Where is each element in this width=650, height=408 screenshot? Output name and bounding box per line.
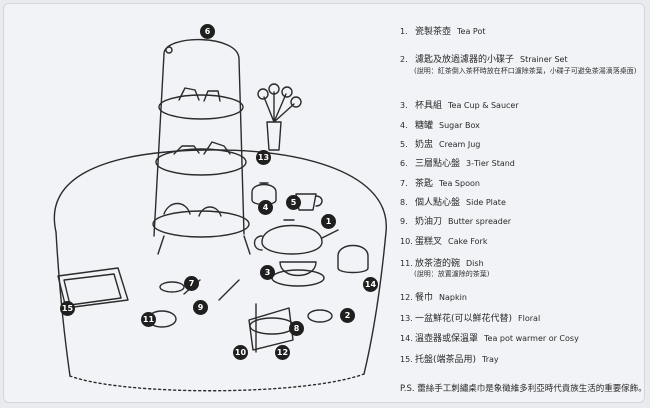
badge-8: 8 bbox=[289, 321, 304, 336]
ps-note: P.S. 蕾絲手工刺繡桌巾是象徵維多利亞時代貴族生活的重要傢飾。 bbox=[400, 384, 645, 394]
strainer-set-drawing bbox=[307, 309, 333, 323]
tray-drawing bbox=[57, 267, 129, 309]
legend-note-2: (說明：紅茶倒入茶杯時放在杯口濾除茶葉，小碟子可避免茶湯滴落桌面) bbox=[414, 67, 637, 75]
three-tier-stand-drawing bbox=[152, 38, 251, 255]
legend-item-15: 15.托盤(端茶品用)Tray bbox=[400, 355, 499, 365]
badge-7: 7 bbox=[184, 276, 199, 291]
badge-1: 1 bbox=[321, 214, 336, 229]
legend-item-13: 13.一盆鮮花(可以鮮花代替)Floral bbox=[400, 314, 541, 324]
floral-drawing bbox=[257, 83, 302, 151]
badge-5: 5 bbox=[286, 195, 301, 210]
badge-4: 4 bbox=[258, 200, 273, 215]
butter-spreader-drawing bbox=[218, 279, 240, 301]
tea-cup-saucer-drawing bbox=[271, 269, 325, 287]
tea-table-drawing bbox=[53, 38, 387, 392]
sugar-box-drawing bbox=[251, 182, 277, 206]
badge-3: 3 bbox=[260, 265, 275, 280]
badge-15: 15 bbox=[60, 301, 75, 316]
badge-11: 11 bbox=[141, 312, 156, 327]
teapot-drawing bbox=[253, 219, 339, 255]
legend-note-11: (說明：放置濾除的茶葉) bbox=[414, 270, 490, 278]
napkin-drawing bbox=[248, 307, 294, 351]
illustration-card: 6 13 4 5 1 3 14 7 9 15 11 2 8 10 12 1.瓷製… bbox=[3, 3, 645, 403]
badge-14: 14 bbox=[363, 277, 378, 292]
badge-12: 12 bbox=[275, 345, 290, 360]
teapot-warmer-drawing bbox=[337, 244, 369, 274]
badge-6: 6 bbox=[200, 24, 215, 39]
badge-2: 2 bbox=[340, 308, 355, 323]
badge-13: 13 bbox=[256, 150, 271, 165]
table-cloth bbox=[53, 149, 387, 375]
badge-9: 9 bbox=[193, 300, 208, 315]
badge-10: 10 bbox=[233, 345, 248, 360]
